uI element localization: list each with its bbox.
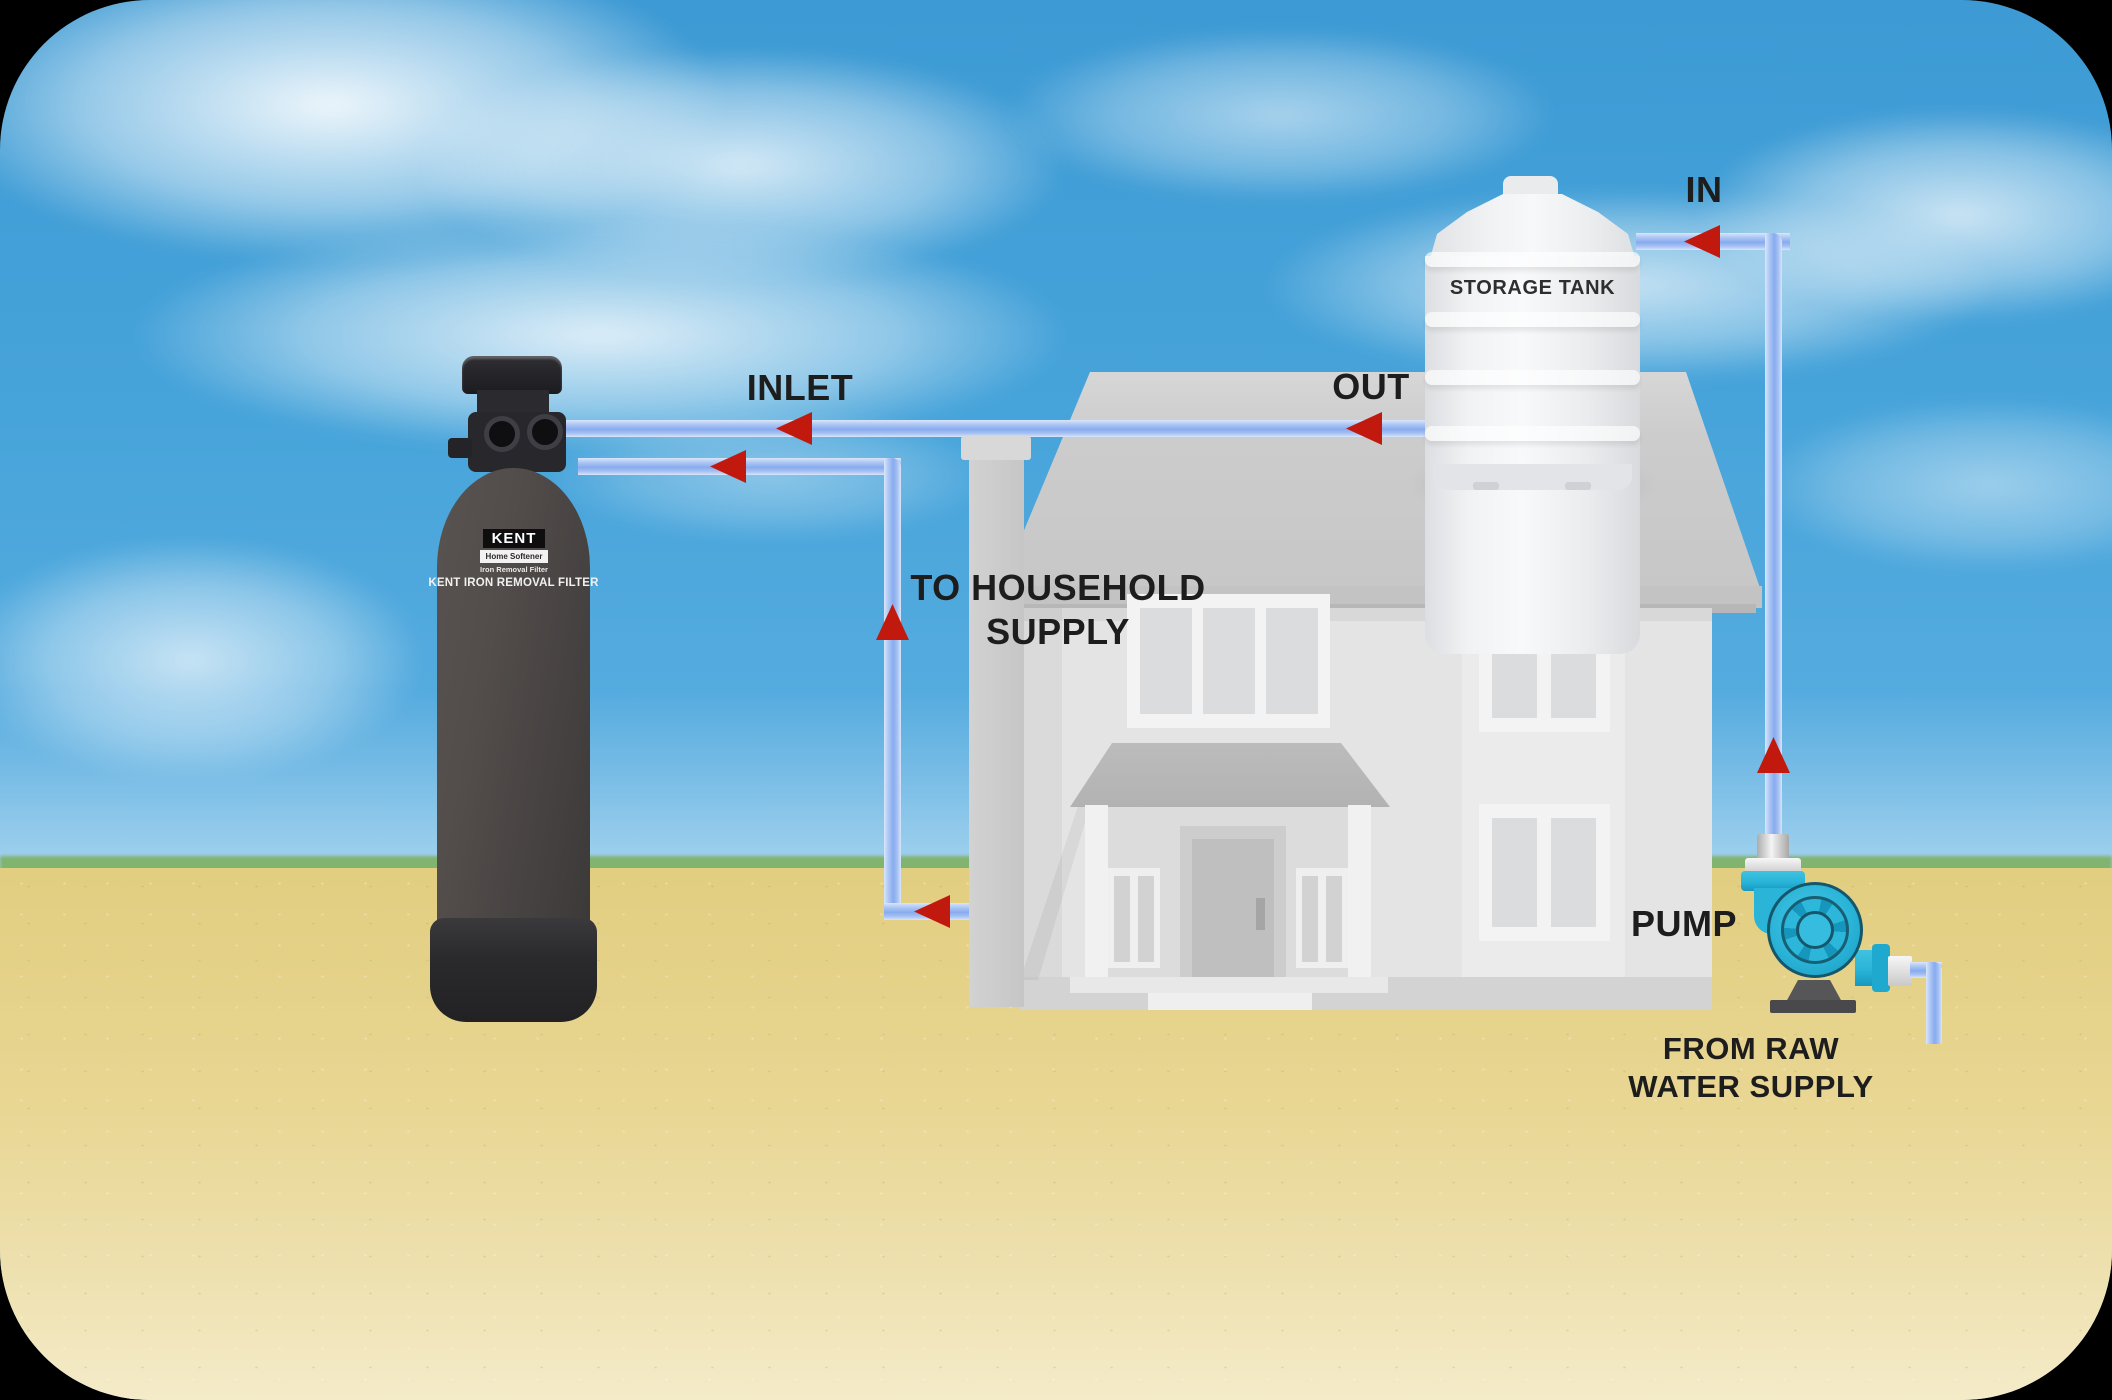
porch-pillar-left xyxy=(1085,805,1108,985)
pump-inlet-flange-ring xyxy=(1741,871,1805,891)
to-household-line2: SUPPLY xyxy=(986,611,1130,652)
filter-valve-cap xyxy=(462,356,562,394)
door-handle xyxy=(1256,898,1265,930)
window-pane xyxy=(1492,818,1537,927)
chimney xyxy=(969,455,1024,1007)
filter-valve-port xyxy=(527,414,563,450)
in-label: IN xyxy=(1685,169,1723,210)
inlet-label: INLET xyxy=(746,367,854,408)
filter-brand-badge: KENT xyxy=(483,529,545,548)
window-pane xyxy=(1266,608,1318,714)
sidelight-pane xyxy=(1326,876,1342,962)
porch-sidelight-left xyxy=(1108,868,1160,968)
from-raw-line1: FROM RAW xyxy=(1662,1031,1840,1066)
sidelight-pane xyxy=(1114,876,1130,962)
porch-sidelight-right xyxy=(1296,868,1348,968)
pump-hub xyxy=(1796,911,1834,949)
filter-caption: KENT IRON REMOVAL FILTER xyxy=(427,576,600,590)
tank-rib xyxy=(1425,252,1640,267)
pump-impeller-ring xyxy=(1781,896,1849,964)
sidelight-pane xyxy=(1138,876,1154,962)
house-wall-left-shade xyxy=(1020,608,1062,977)
tank-foot-notch xyxy=(1565,482,1591,490)
filter-softener-badge: Home Softener xyxy=(480,550,548,563)
window-pane xyxy=(1551,818,1596,927)
filter-body xyxy=(437,468,590,948)
out-label: OUT xyxy=(1332,366,1410,407)
tank-foot-notch xyxy=(1473,482,1499,490)
pipe-out-to-inlet xyxy=(548,420,1432,437)
sidelight-pane xyxy=(1302,876,1318,962)
cloud xyxy=(1010,30,1550,200)
pump-outlet-flange xyxy=(1872,944,1890,992)
window-pane xyxy=(1140,608,1192,714)
to-household-label: TO HOUSEHOLD SUPPLY xyxy=(908,566,1208,654)
filter-valve-knob xyxy=(448,438,472,458)
pipe-in-riser xyxy=(1765,233,1782,845)
filter-softener-text: Home Softener xyxy=(485,552,543,561)
tank-base xyxy=(1433,464,1632,490)
storage-tank-label: STORAGE TANK xyxy=(1449,277,1616,299)
filter-sub-text: Iron Removal Filter xyxy=(480,565,548,574)
to-household-line1: TO HOUSEHOLD xyxy=(910,567,1206,608)
cloud xyxy=(140,220,1060,450)
window-pane xyxy=(1203,608,1255,714)
from-raw-line2: WATER SUPPLY xyxy=(1628,1069,1874,1104)
pump-outlet-union xyxy=(1888,956,1912,986)
filter-brand-text: KENT xyxy=(491,530,537,547)
porch-awning xyxy=(1070,743,1390,807)
window-upper-left xyxy=(1127,594,1330,728)
tank-rib xyxy=(1425,370,1640,385)
pump-inlet-flange-disc xyxy=(1745,858,1801,874)
pump-base-neck xyxy=(1786,980,1842,1002)
tank-rib xyxy=(1425,426,1640,441)
pump-base-plate xyxy=(1770,1000,1856,1013)
pipe-raw-water-v xyxy=(1926,962,1942,1044)
filter-valve-port xyxy=(484,416,520,452)
pipe-household-down xyxy=(884,458,901,920)
filter-base xyxy=(430,918,597,1022)
cloud xyxy=(1760,400,2112,570)
cloud xyxy=(0,540,420,780)
filter-sub-line: Iron Removal Filter xyxy=(464,565,564,575)
chimney-cap xyxy=(961,436,1031,460)
storage-tank: STORAGE TANK xyxy=(1425,176,1640,654)
from-raw-label: FROM RAW WATER SUPPLY xyxy=(1598,1030,1904,1106)
pump-label: PUMP xyxy=(1630,903,1737,944)
window-lower-right xyxy=(1479,804,1610,941)
porch-floor xyxy=(1070,977,1388,993)
filter-caption-text: KENT IRON REMOVAL FILTER xyxy=(428,577,599,589)
porch-step xyxy=(1148,993,1312,1010)
porch-pillar-right xyxy=(1348,805,1371,985)
tank-rib xyxy=(1425,312,1640,327)
